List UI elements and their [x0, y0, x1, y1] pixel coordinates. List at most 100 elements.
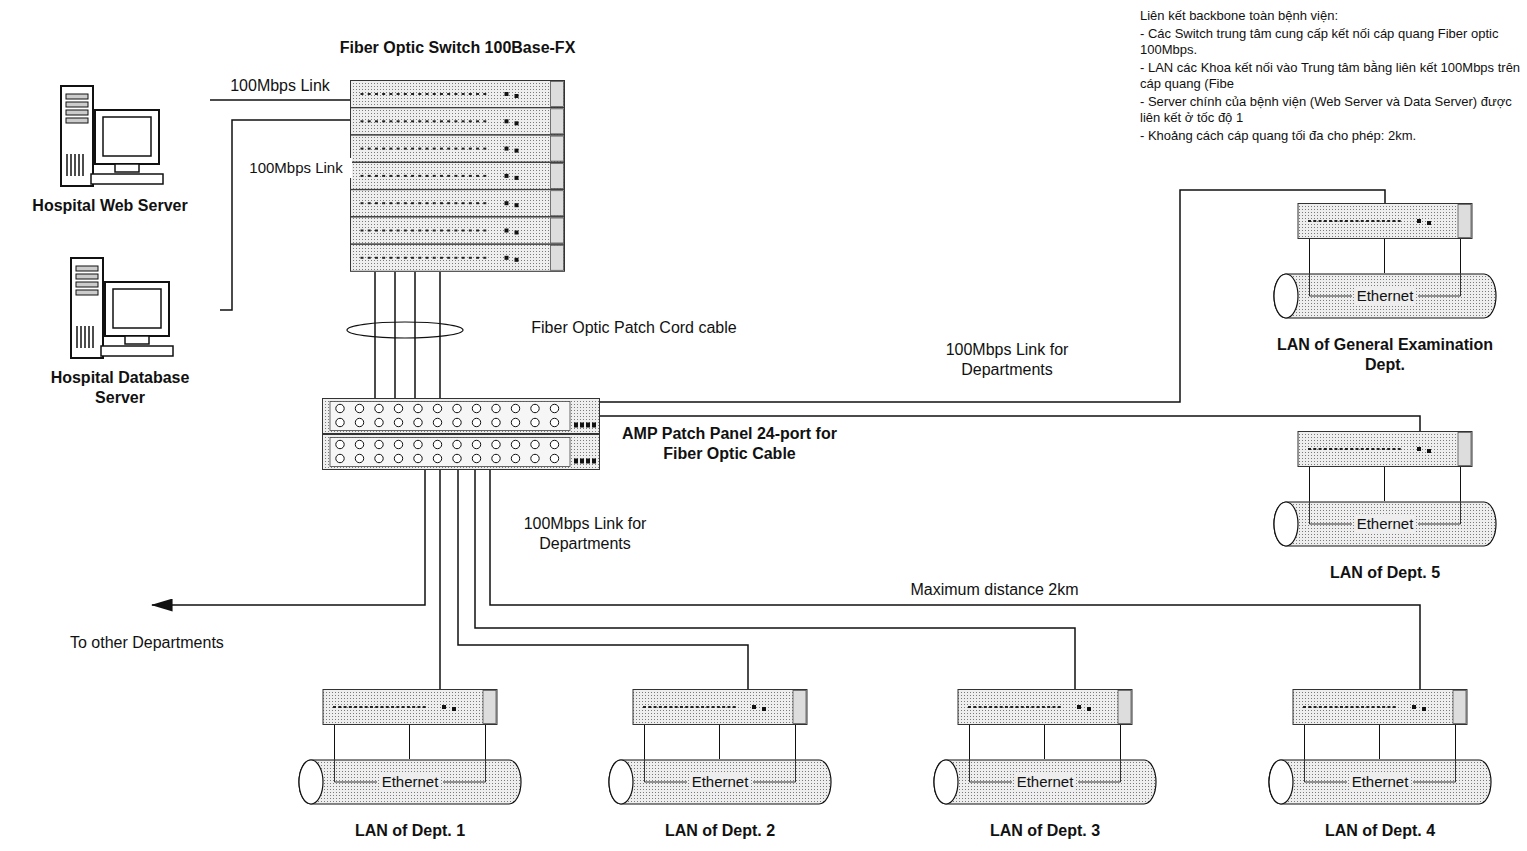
port-dot: [1350, 448, 1353, 450]
led: [442, 705, 446, 709]
vent: [84, 326, 86, 348]
fiber-port: [355, 440, 363, 448]
led: [515, 121, 519, 125]
port-dot: [1329, 220, 1332, 222]
port-dot: [411, 230, 414, 232]
drive-bay: [66, 102, 88, 107]
port-dot: [1021, 706, 1024, 708]
port-dot: [659, 706, 662, 708]
port-dot: [440, 148, 443, 150]
port-dot: [979, 706, 982, 708]
port-dot: [411, 93, 414, 95]
fiber-port: [550, 440, 558, 448]
port-dot: [402, 706, 405, 708]
port-dot: [1314, 706, 1317, 708]
lan-label: LAN of General Examination Dept.: [1260, 335, 1510, 375]
port-dot: [1324, 448, 1327, 450]
port-dot: [361, 257, 364, 259]
port-dot: [423, 706, 426, 708]
port-dot: [691, 706, 694, 708]
lan-node: EthernetLAN of Dept. 1: [290, 689, 530, 841]
port-dot: [418, 257, 421, 259]
drop-line: [1309, 239, 1310, 273]
port-dot: [404, 257, 407, 259]
port-dot: [1313, 220, 1316, 222]
ethernet-label: Ethernet: [1014, 773, 1077, 790]
keyboard: [101, 346, 173, 356]
port-dot: [354, 706, 357, 708]
led: [505, 201, 509, 205]
port-dot: [404, 120, 407, 122]
port-dot: [1324, 220, 1327, 222]
port-dot: [454, 202, 457, 204]
port-dot: [1308, 220, 1311, 222]
vent: [78, 154, 80, 176]
port-dot: [1387, 220, 1390, 222]
fiber-port: [433, 454, 441, 462]
ethernet-cylinder: Ethernet: [297, 759, 523, 805]
port-dot: [1398, 220, 1401, 222]
fiber-port: [375, 404, 383, 412]
port-dot: [433, 120, 436, 122]
link-label: Maximum distance 2km: [880, 580, 1109, 600]
port-dot: [680, 706, 683, 708]
port-dot: [1377, 706, 1380, 708]
keyboard: [91, 174, 163, 184]
port-dot: [1372, 706, 1375, 708]
fiber-port: [492, 418, 500, 426]
port-dot: [440, 230, 443, 232]
panel-screw: [580, 459, 584, 464]
port-dot: [685, 706, 688, 708]
port-dot: [722, 706, 725, 708]
port-dot: [440, 175, 443, 177]
port-dot: [382, 257, 385, 259]
fiber-port: [511, 418, 519, 426]
led: [505, 174, 509, 178]
port-dot: [994, 706, 997, 708]
port-dot: [643, 706, 646, 708]
led: [1087, 707, 1091, 711]
port-dot: [469, 230, 472, 232]
port-dot: [359, 706, 362, 708]
fiber-port: [336, 454, 344, 462]
pc-node: Hospital Web Server: [10, 84, 210, 216]
port-dot: [382, 148, 385, 150]
port-dot: [375, 93, 378, 95]
port-dot: [375, 148, 378, 150]
port-dot: [1005, 706, 1008, 708]
port-dot: [1392, 220, 1395, 222]
unit-ear: [1458, 433, 1471, 466]
unit-ear: [1453, 691, 1466, 724]
lan-label: LAN of Dept. 2: [600, 821, 840, 841]
drop-line: [795, 725, 796, 759]
rack-unit: [633, 690, 807, 725]
port-dot: [381, 706, 384, 708]
port-dot: [483, 120, 486, 122]
lan-node: EthernetLAN of Dept. 2: [600, 689, 840, 841]
drop-line: [1379, 725, 1380, 759]
fiber-port: [336, 440, 344, 448]
led: [1427, 449, 1431, 453]
port-dot: [1392, 448, 1395, 450]
ethernet-label: Ethernet: [689, 773, 752, 790]
fiber-port: [355, 418, 363, 426]
patch-panel: [322, 398, 600, 470]
port-dot: [483, 148, 486, 150]
port-dot: [1308, 448, 1311, 450]
vent: [82, 154, 84, 176]
port-dot: [469, 257, 472, 259]
unit-ear: [551, 136, 564, 161]
fiber-link: [490, 470, 1420, 689]
port-dot: [717, 706, 720, 708]
fiber-port: [433, 418, 441, 426]
monitor-stand: [115, 164, 139, 172]
unit-ear: [793, 691, 806, 724]
port-dot: [389, 93, 392, 95]
rack-unit: [351, 162, 565, 189]
port-dot: [462, 257, 465, 259]
drop-line: [485, 725, 486, 759]
port-dot: [433, 257, 436, 259]
fiber-port: [492, 404, 500, 412]
port-dot: [1398, 448, 1401, 450]
